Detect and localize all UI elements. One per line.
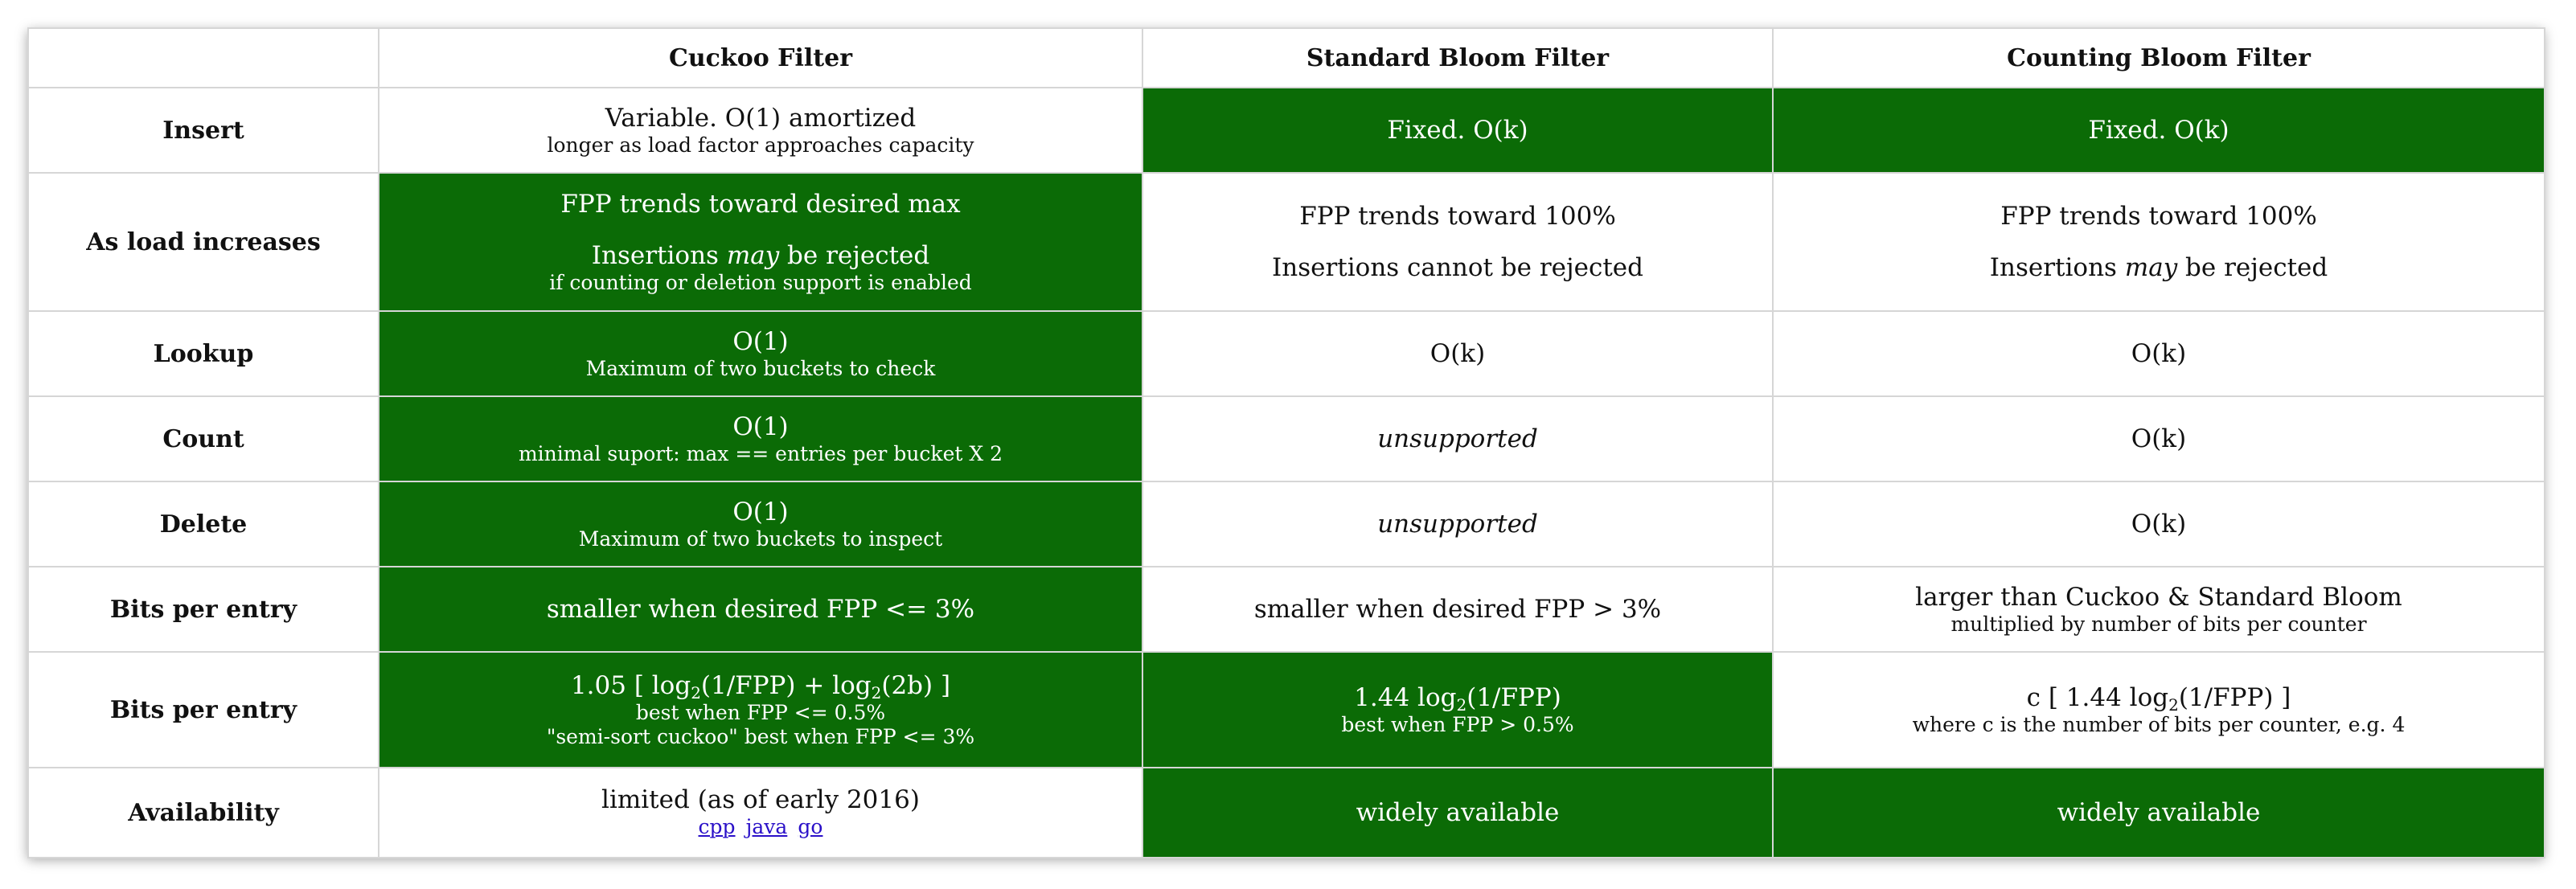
- cell-standard-load: FPP trends toward 100% Insertions cannot…: [1142, 172, 1774, 312]
- row-label-lookup: Lookup: [27, 310, 379, 397]
- implementation-links: cpp java go: [388, 815, 1134, 842]
- table-row: Count O(1) minimal suport: max == entrie…: [27, 395, 2545, 482]
- cell-sub-text: "semi-sort cuckoo" best when FPP <= 3%: [546, 725, 975, 748]
- cell-cuckoo-insert: Variable. O(1) amortized longer as load …: [378, 87, 1143, 174]
- cell-sub-text: best when FPP > 0.5%: [1341, 713, 1574, 736]
- cell-main-text: Variable. O(1) amortized: [605, 104, 917, 133]
- comparison-table-frame: Cuckoo Filter Standard Bloom Filter Coun…: [27, 27, 2545, 858]
- cell-main-text: O(k): [2131, 424, 2187, 453]
- column-header-counting-bloom: Counting Bloom Filter: [1772, 27, 2545, 88]
- row-label-availability: Availability: [27, 767, 379, 858]
- column-header-standard-bloom: Standard Bloom Filter: [1142, 27, 1774, 88]
- cell-standard-bits: smaller when desired FPP > 3%: [1142, 566, 1774, 653]
- cell-main-text: Insertions may be rejected: [1989, 253, 2328, 282]
- cell-cuckoo-count: O(1) minimal suport: max == entries per …: [378, 395, 1143, 482]
- cell-main-text: O(k): [2131, 510, 2187, 539]
- row-label-delete: Delete: [27, 481, 379, 567]
- cell-main-text: FPP trends toward desired max: [560, 190, 961, 219]
- table-row: Bits per entry 1.05 [ log2(1/FPP) + log2…: [27, 651, 2545, 768]
- table-row: Lookup O(1) Maximum of two buckets to ch…: [27, 310, 2545, 397]
- cell-main-text: limited (as of early 2016): [601, 785, 920, 814]
- cell-standard-delete: unsupported: [1142, 481, 1774, 567]
- cell-main-text: O(1): [732, 327, 789, 356]
- cell-sub-text: minimal suport: max == entries per bucke…: [518, 442, 1003, 465]
- cell-main-text: O(1): [732, 498, 789, 526]
- cell-main-text: unsupported: [1377, 424, 1538, 453]
- cell-standard-formula: 1.44 log2(1/FPP) best when FPP > 0.5%: [1142, 651, 1774, 768]
- cell-counting-insert: Fixed. O(k): [1772, 87, 2545, 174]
- cell-sub-text: Maximum of two buckets to inspect: [578, 527, 943, 551]
- row-label-bits-per-entry-formula: Bits per entry: [27, 651, 379, 768]
- cell-main-text: O(k): [2131, 339, 2187, 368]
- table-row: Bits per entry smaller when desired FPP …: [27, 566, 2545, 653]
- cell-sub-text: where c is the number of bits per counte…: [1912, 713, 2406, 736]
- table-row: Availability limited (as of early 2016) …: [27, 767, 2545, 858]
- cell-main-text: Insertions may be rejected: [591, 241, 930, 270]
- column-header-cuckoo: Cuckoo Filter: [378, 27, 1143, 88]
- cell-main-text: Fixed. O(k): [2088, 116, 2229, 145]
- corner-cell: [27, 27, 379, 88]
- row-label-insert: Insert: [27, 87, 379, 174]
- cell-standard-availability: widely available: [1142, 767, 1774, 858]
- cell-counting-lookup: O(k): [1772, 310, 2545, 397]
- cell-cuckoo-load: FPP trends toward desired max Insertions…: [378, 172, 1143, 312]
- row-label-count: Count: [27, 395, 379, 482]
- table-row: As load increases FPP trends toward desi…: [27, 172, 2545, 312]
- cell-cuckoo-formula: 1.05 [ log2(1/FPP) + log2(2b) ] best whe…: [378, 651, 1143, 768]
- cell-counting-formula: c [ 1.44 log2(1/FPP) ] where c is the nu…: [1772, 651, 2545, 768]
- formula-text: 1.05 [ log2(1/FPP) + log2(2b) ]: [570, 671, 951, 703]
- formula-text: c [ 1.44 log2(1/FPP) ]: [2026, 683, 2291, 715]
- link-cpp[interactable]: cpp: [698, 814, 736, 838]
- cell-cuckoo-lookup: O(1) Maximum of two buckets to check: [378, 310, 1143, 397]
- cell-counting-delete: O(k): [1772, 481, 2545, 567]
- cell-main-text: O(k): [1430, 339, 1486, 368]
- cell-main-text: FPP trends toward 100%: [2000, 202, 2317, 231]
- link-go[interactable]: go: [798, 814, 823, 838]
- cell-standard-insert: Fixed. O(k): [1142, 87, 1774, 174]
- link-java[interactable]: java: [745, 814, 788, 838]
- formula-text: 1.44 log2(1/FPP): [1354, 683, 1561, 715]
- cell-sub-text: if counting or deletion support is enabl…: [549, 271, 972, 294]
- cell-sub-text: Maximum of two buckets to check: [585, 357, 936, 380]
- row-label-load: As load increases: [27, 172, 379, 312]
- cell-counting-availability: widely available: [1772, 767, 2545, 858]
- cell-standard-lookup: O(k): [1142, 310, 1774, 397]
- header-row: Cuckoo Filter Standard Bloom Filter Coun…: [27, 27, 2545, 88]
- cell-main-text: widely available: [2057, 798, 2261, 827]
- cell-counting-bits: larger than Cuckoo & Standard Bloom mult…: [1772, 566, 2545, 653]
- cell-main-text: O(1): [732, 412, 789, 441]
- filter-comparison-table: Cuckoo Filter Standard Bloom Filter Coun…: [27, 27, 2545, 858]
- cell-main-text: Insertions cannot be rejected: [1272, 253, 1643, 282]
- cell-main-text: smaller when desired FPP > 3%: [1253, 595, 1662, 624]
- cell-main-text: FPP trends toward 100%: [1299, 202, 1616, 231]
- cell-counting-count: O(k): [1772, 395, 2545, 482]
- cell-main-text: Fixed. O(k): [1387, 116, 1528, 145]
- cell-main-text: widely available: [1356, 798, 1560, 827]
- cell-sub-text: best when FPP <= 0.5%: [635, 701, 886, 724]
- cell-cuckoo-bits: smaller when desired FPP <= 3%: [378, 566, 1143, 653]
- cell-standard-count: unsupported: [1142, 395, 1774, 482]
- table-row: Delete O(1) Maximum of two buckets to in…: [27, 481, 2545, 567]
- cell-main-text: unsupported: [1377, 510, 1538, 539]
- cell-sub-text: multiplied by number of bits per counter: [1950, 612, 2367, 636]
- cell-counting-load: FPP trends toward 100% Insertions may be…: [1772, 172, 2545, 312]
- row-label-bits-per-entry: Bits per entry: [27, 566, 379, 653]
- cell-cuckoo-availability: limited (as of early 2016) cpp java go: [378, 767, 1143, 858]
- cell-main-text: smaller when desired FPP <= 3%: [546, 595, 975, 624]
- cell-sub-text: longer as load factor approaches capacit…: [547, 133, 974, 157]
- cell-main-text: larger than Cuckoo & Standard Bloom: [1915, 583, 2402, 612]
- table-row: Insert Variable. O(1) amortized longer a…: [27, 87, 2545, 174]
- cell-cuckoo-delete: O(1) Maximum of two buckets to inspect: [378, 481, 1143, 567]
